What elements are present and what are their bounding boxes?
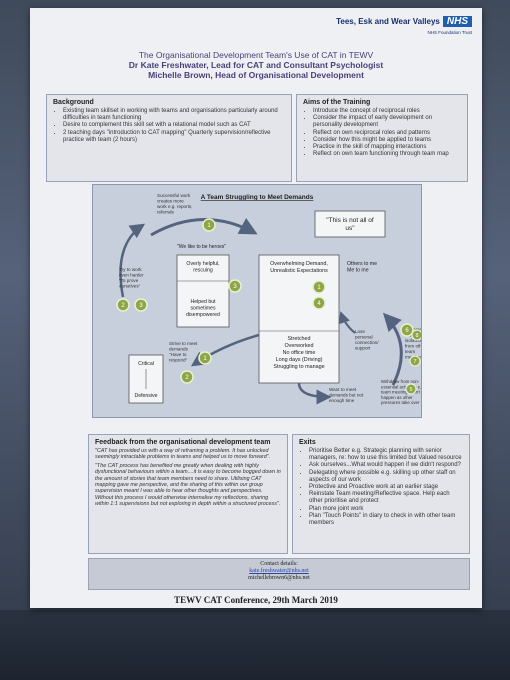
node-1-top: 1 [202,218,216,232]
arrow-successful [150,217,258,237]
node-2-left: 2 [116,298,130,312]
node-7-right: 7 [409,355,421,367]
node-2-strive: 2 [180,370,194,384]
background-item: Desire to complement this skill set with… [63,122,285,129]
arrow-want [297,382,332,405]
svg-text:1: 1 [317,285,321,291]
background-item: Existing team skillset in working with t… [63,108,285,122]
demand-box [258,254,340,384]
background-item: 2 teaching days "introduction to CAT map… [63,130,285,144]
exits-heading: Exits [299,439,316,446]
exits-item: Plan "Touch Points" in diary to check in… [309,513,463,527]
node-3-left: 3 [134,298,148,312]
conference-footer: TEWV CAT Conference, 29th March 2019 [174,595,338,605]
critical-text: Critical [138,361,154,367]
svg-text:2: 2 [121,303,125,309]
exits-item: Ask ourselves...What would happen if we … [309,462,463,469]
trust-name: Tees, Esk and Wear Valleys [336,17,440,26]
aims-item: Consider the impact of early development… [313,115,461,129]
trust-subtitle: NHS Foundation Trust [427,30,472,35]
aims-item: Introduce the concept of reciprocal role… [313,108,461,115]
feedback-heading: Feedback from the organisational develop… [95,439,271,446]
svg-text:4: 4 [317,301,321,307]
background-section: Background Existing team skillset in wor… [46,94,292,182]
aims-item: Reflect on own team functioning through … [313,151,461,158]
aims-section: Aims of the Training Introduce the conce… [296,94,468,182]
helpful-text: Overly helpful,rescuing [186,261,219,274]
svg-text:8: 8 [415,333,418,339]
contact-section: Contact details: kate.freshwater@nhs.net… [88,558,470,590]
exits-item: Reinstate Team meeting/Reflective space.… [309,491,463,505]
quote-box [314,210,386,238]
arrow-try-harder [119,223,146,298]
nhs-logo-icon: NHS [442,16,472,27]
background-heading: Background [53,99,94,106]
withdraw-text: Withdraw from non-essential activities e… [381,379,421,405]
svg-text:2: 2 [185,375,189,381]
exits-item: Protective and Proactive work at an earl… [309,484,463,491]
title-line-3: Michelle Brown, Head of Organisational D… [148,70,364,80]
exits-section: Exits Prioritise Better e.g. Strategic p… [292,434,470,554]
node-1-strive: 1 [198,351,212,365]
rescuer-box [176,254,230,328]
arrow-lose [338,311,356,334]
svg-text:1: 1 [207,223,211,229]
svg-text:5: 5 [409,387,412,393]
svg-text:1: 1 [203,356,207,362]
node-6-right: 6 [400,323,414,337]
exits-item: Prioritise Better e.g. Strategic plannin… [309,448,463,462]
contact-label: Contact details: [260,561,298,567]
title-line-1: The Organisational Development Team's Us… [138,50,374,60]
aims-item: Practice in the skill of mapping interac… [313,144,461,151]
node-5-right: 5 [405,383,417,395]
diagram-title: A Team Struggling to Meet Demands [201,194,314,201]
svg-text:3: 3 [233,284,237,290]
feedback-quote-1: "CAT has provided us with a way of refra… [95,448,271,461]
svg-text:3: 3 [139,303,143,309]
aims-item: Consider how this might be applied to te… [313,137,461,144]
arrow-isolated [382,312,403,386]
feedback-section: Feedback from the organisational develop… [88,434,288,554]
contact-email-kate[interactable]: kate.freshwater@nhs.net [249,568,309,574]
node-4-demand: 4 [312,296,326,310]
defensive-text: Defensive [134,393,157,399]
title-line-2: Dr Kate Freshwater, Lead for CAT and Con… [128,60,384,70]
board-edge [0,610,510,680]
team-map-svg: A Team Struggling to Meet Demands "This … [116,193,426,405]
svg-text:6: 6 [405,328,409,334]
arrow-strive [190,333,260,367]
node-8-right: 8 [411,329,423,341]
aims-heading: Aims of the Training [303,99,371,106]
heroes-text: "We like to be heroes" [177,244,226,250]
exits-item: Plan more joint work [309,506,463,513]
exits-item: Delegating where possible e.g. skilling … [309,470,463,484]
poster-title: The Organisational Development Team's Us… [30,50,482,80]
feedback-quote-2: "The CAT process has benefited me greatl… [95,462,281,508]
demand-text: Overwhelming Demand,Unrealistic Expectat… [270,261,328,274]
aims-item: Reflect on own reciprocal roles and patt… [313,130,461,137]
svg-text:7: 7 [413,359,416,365]
node-3-rescuer: 3 [228,279,242,293]
node-1-demand: 1 [312,280,326,294]
team-map-diagram: A Team Struggling to Meet Demands "This … [92,184,426,418]
contact-email-michelle[interactable]: michellebrown6@nhs.net [248,575,310,581]
